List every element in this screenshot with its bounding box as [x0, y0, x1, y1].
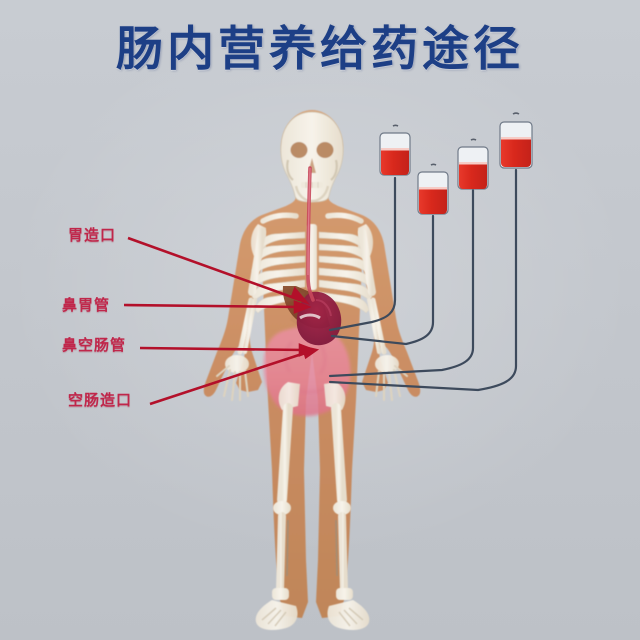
pointer-arrows: [123, 236, 320, 406]
label-nasogastric: 鼻胃管: [62, 297, 111, 314]
nutrition-bags: [379, 112, 533, 215]
bag-2: [417, 163, 449, 215]
stomach: [296, 291, 342, 346]
label-gastrostomy: 胃造口: [68, 227, 117, 244]
tube-3: [328, 188, 475, 378]
right-hand-bones: [374, 355, 409, 402]
bag-3: [457, 138, 489, 190]
tube-1: [328, 176, 397, 332]
label-nasojejunal: 鼻空肠管: [62, 337, 127, 354]
tube-4: [328, 168, 518, 392]
esophagus-tube: [306, 166, 315, 302]
left-foot-bones: [255, 600, 298, 630]
arm-bones: [215, 228, 409, 402]
label-jejunostomy: 空肠造口: [68, 392, 133, 409]
tube-2: [330, 214, 435, 346]
skull: [280, 111, 344, 203]
bag-4: [499, 112, 533, 169]
leg-bones: [255, 382, 370, 630]
arrow-gastrostomy: [127, 236, 311, 305]
page-title: 肠内营养给药途径: [116, 22, 524, 75]
right-foot-bones: [327, 600, 370, 630]
feeding-tubes: [328, 168, 518, 392]
arrow-jejunostomy: [149, 345, 320, 406]
arrow-nasogastric: [123, 300, 312, 314]
bag-1: [379, 124, 411, 176]
